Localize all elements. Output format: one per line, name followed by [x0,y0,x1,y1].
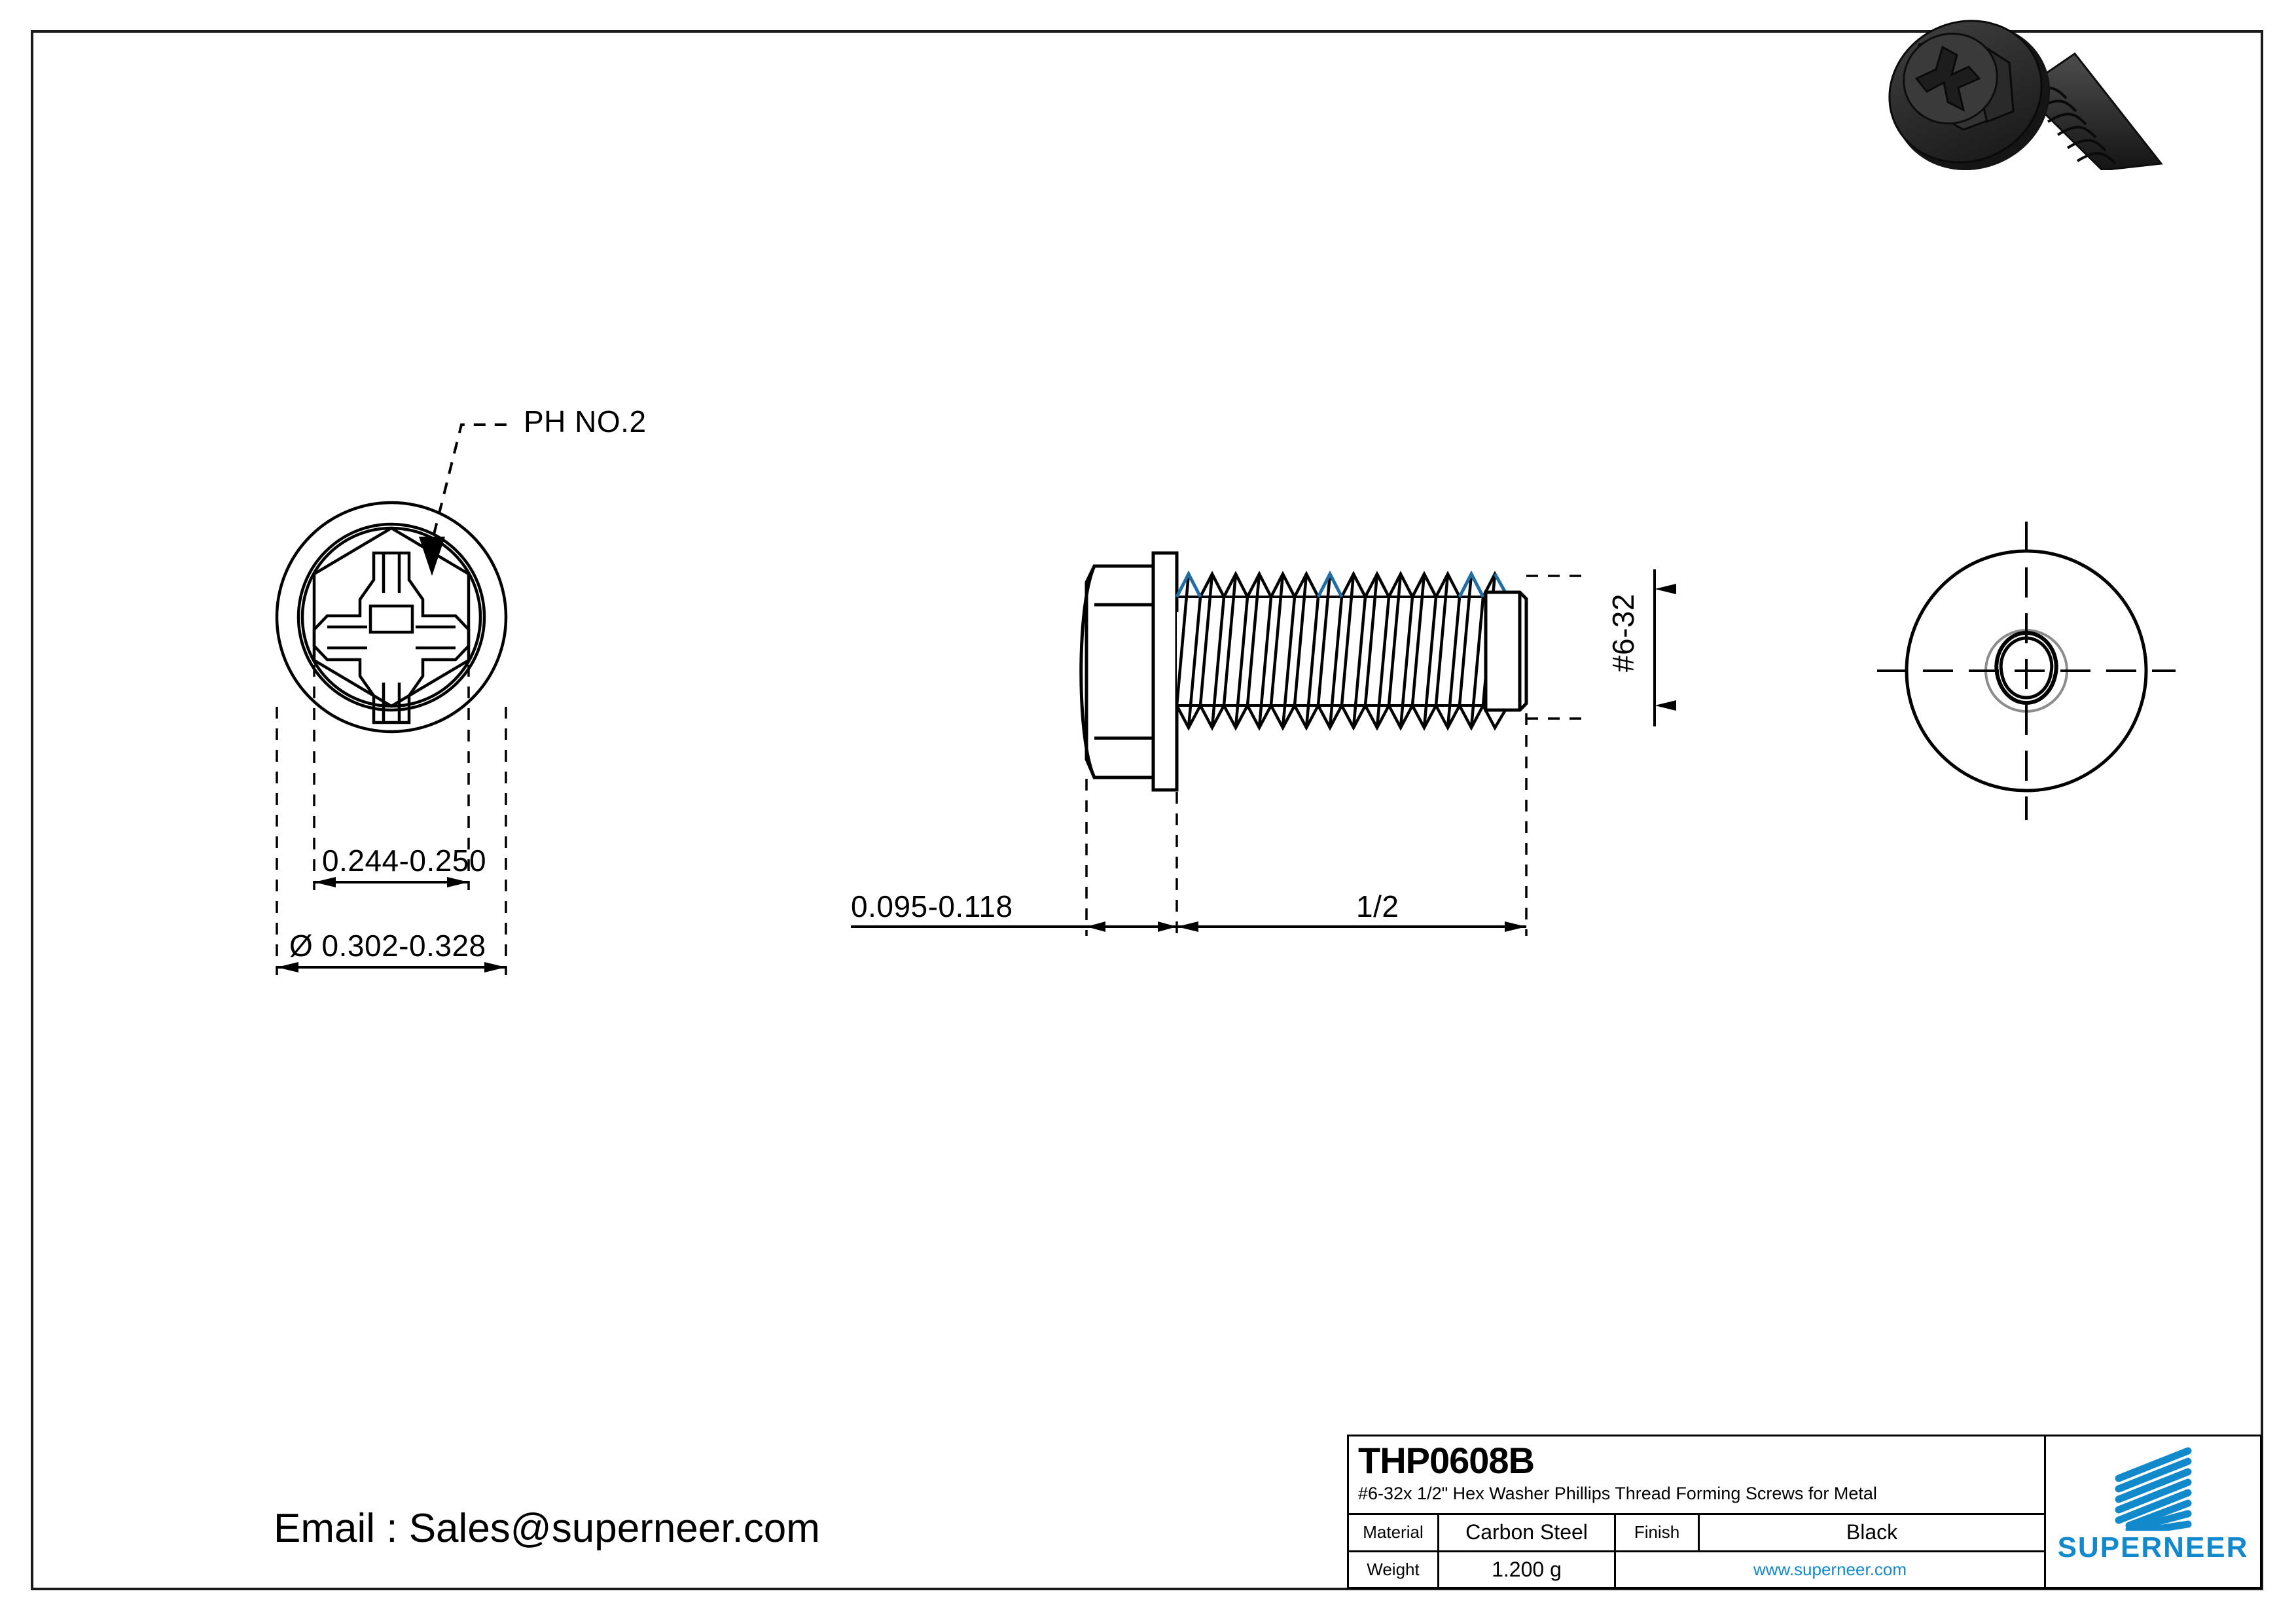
material-label: Material [1349,1515,1439,1550]
render-phillips-cross [1914,45,1981,112]
hex-head-body [1085,564,1155,779]
title-block: THP0608B #6-32x 1/2" Hex Washer Phillips… [1347,1435,2262,1589]
phillips-cross-recess [312,551,471,724]
head-height-label: 0.095-0.118 [851,889,1013,923]
title-block-info: THP0608B #6-32x 1/2" Hex Washer Phillips… [1349,1436,2046,1587]
cross-center [368,604,414,634]
email-contact-line: Email : Sales@superneer.com [274,1506,820,1551]
thread-length-label: 1/2 [1356,889,1399,923]
head-circle-outer [296,522,486,712]
ph-no2-arrowhead [419,537,445,576]
weight-row: Weight 1.200 g www.superneer.com [1349,1552,2044,1587]
weight-value: 1.200 g [1439,1552,1616,1587]
front-view-extension-lines [276,665,507,975]
weight-label: Weight [1349,1552,1439,1587]
part-description: #6-32x 1/2" Hex Washer Phillips Thread F… [1358,1484,1877,1504]
ph-no2-label: PH NO.2 [524,404,647,438]
washer-flange [1151,551,1179,792]
thread-lobe-highlights [1175,570,1507,598]
website-link[interactable]: www.superneer.com [1753,1559,1907,1579]
brand-wordmark: SUPERNEER [2057,1531,2249,1563]
washer-outer-circle [275,501,508,734]
thread-profile [1175,571,1507,731]
brand-block: SUPERNEER [2046,1436,2260,1587]
head-left-chamfer [1079,565,1096,779]
across-flats-label: 0.244-0.250 [322,844,487,878]
trilobular-profile-inner [1999,636,2054,700]
hex-washer-head-front-view [275,501,508,734]
side-view-extension-lines [1085,575,1590,936]
superneer-logo-icon [2115,1447,2191,1531]
render-head [1888,20,2051,170]
finish-label: Finish [1616,1515,1700,1550]
screw-side-view [1079,551,1528,792]
thread-size-label: #6-32 [1606,593,1641,673]
finish-value: Black [1846,1520,1898,1544]
drawing-border [31,30,2263,1590]
material-value: Carbon Steel [1439,1515,1616,1550]
end-view-centerlines [1877,522,2176,820]
trilobular-profile-outer [1994,630,2058,705]
part-code: THP0608B [1358,1440,1535,1481]
ph-no2-leader [427,423,514,556]
thread-end-view [1877,522,2176,820]
part-identity-cell: THP0608B #6-32x 1/2" Hex Washer Phillips… [1349,1436,2044,1515]
head-circle-inner [300,526,482,708]
head-diameter-label: Ø 0.302-0.328 [289,929,486,963]
screw-3d-render [1888,20,2163,170]
cross-outline [312,551,471,724]
material-row: Material Carbon Steel Finish Black [1349,1515,2044,1552]
render-shank [2019,52,2163,170]
